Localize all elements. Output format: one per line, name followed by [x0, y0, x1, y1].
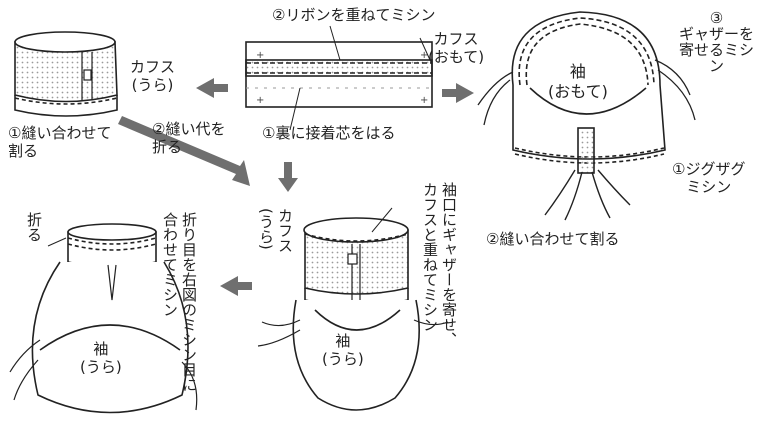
svg-text:+: + [256, 50, 264, 61]
label-sew-open: ②縫い合わせて割る [486, 230, 620, 248]
sleeve-cuff-step3 [257, 207, 449, 411]
label-attach-cuff: 袖口にギャザーを寄せ、 カフスと重ねてミシン [421, 182, 458, 347]
arrow-step3-to-step4 [220, 276, 252, 296]
arrow-down-step3 [278, 162, 298, 192]
label-fold: 折る [25, 212, 43, 242]
label-sleeve-back-step3: 袖 (うら) [322, 332, 364, 368]
label-cuff-front: カフス (おもて) [428, 30, 485, 66]
svg-text:+: + [256, 95, 264, 106]
arrow-step1-to-step2 [196, 78, 228, 98]
label-sleeve-back-step4: 袖 (うら) [80, 340, 122, 376]
label-fold-stitch: 折り目を右図のミシン目に 合わせてミシン [161, 212, 198, 392]
label-zigzag: ①ジグザグ ミシン [672, 160, 746, 196]
svg-text:+: + [420, 50, 428, 61]
arrow-step0-to-step1 [442, 83, 474, 103]
process-arrows [118, 78, 474, 296]
cuff-tube-step2 [14, 31, 118, 117]
arrow-step2-to-step3 [118, 116, 250, 186]
label-gather-stitch: ③ ギャザーを 寄せるミシン [678, 9, 754, 75]
cuff-strip-step1: + + + + [245, 25, 433, 131]
label-sleeve-front: 袖 (おもて) [548, 62, 608, 101]
label-cuff-back-step3: カフス (うら) [257, 208, 294, 253]
sleeve-front-step0 [477, 11, 696, 221]
label-ribbon-stitch: ②リボンを重ねてミシン [272, 6, 436, 24]
label-fold-allowance: ②縫い代を 折る [152, 120, 226, 156]
label-interfacing: ①裏に接着芯をはる [262, 124, 396, 142]
sleeve-inside-out-step4 [9, 223, 198, 414]
label-cuff-back-step2: カフス (うら) [130, 58, 176, 94]
label-sew-together: ①縫い合わせて 割る [8, 124, 112, 160]
svg-text:+: + [420, 95, 428, 106]
